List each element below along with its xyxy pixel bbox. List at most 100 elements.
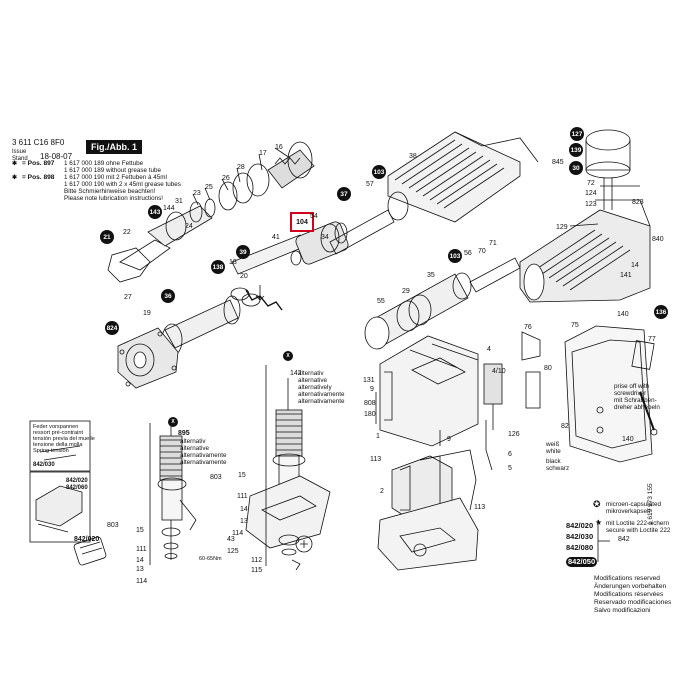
part-label-15[interactable]: 15 — [136, 527, 144, 534]
part-label-114[interactable]: 114 — [136, 578, 148, 585]
part-label-34[interactable]: 34 — [321, 234, 329, 241]
microencapsulated-icon: ✪ — [593, 499, 601, 509]
part-label-13[interactable]: 13 — [136, 566, 144, 573]
part-label-113[interactable]: 113 — [370, 456, 382, 463]
part-label-20[interactable]: 20 — [240, 273, 248, 280]
part-label-29[interactable]: 29 — [402, 288, 410, 295]
part-label-43[interactable]: 43 — [227, 536, 235, 543]
part-label-9[interactable]: 9 — [370, 386, 374, 393]
part-callout-824[interactable]: 824 — [105, 321, 119, 335]
alternative-2-line-1: alternativ — [298, 370, 324, 377]
part-label-80[interactable]: 80 — [544, 365, 552, 372]
part-label-25[interactable]: 25 — [205, 184, 213, 191]
part-label-4-10[interactable]: 4/10 — [492, 368, 506, 375]
issue-label: Issue Stand — [12, 149, 28, 162]
part-label-16[interactable]: 16 — [275, 144, 283, 151]
part-label-1[interactable]: 1 — [376, 433, 380, 440]
part-label-38[interactable]: 38 — [409, 153, 417, 160]
part-callout-103[interactable]: 103 — [448, 249, 462, 263]
part-label-129[interactable]: 129 — [556, 224, 568, 231]
assembly-ref-1: 842/020 — [566, 521, 594, 530]
part-label-142[interactable]: 142 — [290, 370, 302, 377]
part-label-54[interactable]: 54 — [310, 213, 318, 220]
part-label-845[interactable]: 845 — [552, 159, 564, 166]
part-callout-103[interactable]: 103 — [372, 165, 386, 179]
part-callout-136[interactable]: 136 — [654, 305, 668, 319]
alternative-2-line-2: alternative — [298, 377, 328, 384]
part-callout-138[interactable]: 138 — [211, 260, 225, 274]
part-label-4[interactable]: 4 — [487, 346, 491, 353]
part-label-77[interactable]: 77 — [648, 336, 656, 343]
part-callout-139[interactable]: 139 — [569, 143, 583, 157]
part-label-803[interactable]: 803 — [210, 474, 222, 481]
part-label-70[interactable]: 70 — [478, 248, 486, 255]
prise-line-2: screwdriver — [614, 390, 647, 397]
part-label-114[interactable]: 114 — [232, 530, 244, 537]
part-label-14[interactable]: 14 — [136, 557, 144, 564]
part-callout-39[interactable]: 39 — [236, 245, 250, 259]
part-label-115[interactable]: 115 — [251, 567, 263, 574]
part-label-76[interactable]: 76 — [524, 324, 532, 331]
part-label-60-65Nm[interactable]: 60-65Nm — [199, 556, 222, 562]
part-label-24[interactable]: 24 — [185, 223, 193, 230]
pos898-line-3: Bitte Schmierhinweise beachten! — [64, 188, 156, 195]
part-label-31[interactable]: 31 — [175, 198, 183, 205]
part-label-111[interactable]: 111 — [237, 493, 248, 500]
part-label-13[interactable]: 13 — [240, 518, 248, 525]
part-label-28[interactable]: 28 — [237, 164, 245, 171]
highlighted-part-104[interactable]: 104 — [290, 212, 314, 232]
part-label-57[interactable]: 57 — [366, 181, 374, 188]
part-label-55[interactable]: 55 — [377, 298, 385, 305]
part-label-126[interactable]: 126 — [508, 431, 520, 438]
part-callout-36[interactable]: 36 — [161, 289, 175, 303]
part-label-27[interactable]: 27 — [124, 294, 132, 301]
part-label-19[interactable]: 19 — [143, 310, 151, 317]
part-label-112[interactable]: 112 — [251, 557, 263, 564]
part-label-144[interactable]: 144 — [163, 205, 175, 212]
part-label-111[interactable]: 111 — [136, 546, 147, 553]
part-label-72[interactable]: 72 — [587, 180, 595, 187]
part-label-18[interactable]: 18 — [229, 259, 237, 266]
part-label-14[interactable]: 14 — [240, 506, 248, 513]
part-label-131[interactable]: 131 — [363, 377, 375, 384]
part-label-113[interactable]: 113 — [474, 504, 486, 511]
part-label-123[interactable]: 123 — [585, 201, 597, 208]
part-callout-21[interactable]: 21 — [100, 230, 114, 244]
part-label-71[interactable]: 71 — [489, 240, 497, 247]
part-label-842[interactable]: 842 — [618, 536, 630, 543]
part-label-14[interactable]: 14 — [631, 262, 639, 269]
part-label-56[interactable]: 56 — [464, 250, 472, 257]
part-label-840[interactable]: 840 — [652, 236, 664, 243]
part-label-180[interactable]: 180 — [364, 411, 376, 418]
part-label-823[interactable]: 823 — [632, 199, 644, 206]
side-code: 1 619 973 155 — [647, 483, 654, 525]
part-label-9[interactable]: 9 — [447, 436, 451, 443]
pos897-line-2: 1 617 000 189 without grease tube — [64, 167, 161, 174]
part-label-140[interactable]: 140 — [622, 436, 634, 443]
part-label-82[interactable]: 82 — [561, 423, 569, 430]
part-label-35[interactable]: 35 — [427, 272, 435, 279]
spring-tension-line-2: ressort pré-contraint — [33, 430, 84, 436]
part-label-141[interactable]: 141 — [620, 272, 632, 279]
part-label-22[interactable]: 22 — [123, 229, 131, 236]
part-label-23[interactable]: 23 — [193, 190, 201, 197]
part-label-124[interactable]: 124 — [585, 190, 597, 197]
part-label-17[interactable]: 17 — [259, 150, 267, 157]
modifications-line-1: Modifications reserved — [594, 575, 660, 582]
part-label-140[interactable]: 140 — [617, 311, 629, 318]
part-callout-127[interactable]: 127 — [570, 127, 584, 141]
part-label-6[interactable]: 6 — [508, 451, 512, 458]
part-label-26[interactable]: 26 — [222, 175, 230, 182]
part-label-75[interactable]: 75 — [571, 322, 579, 329]
part-label-5[interactable]: 5 — [508, 465, 512, 472]
part-label-15[interactable]: 15 — [238, 472, 246, 479]
part-callout-143[interactable]: 143 — [148, 205, 162, 219]
part-label-803[interactable]: 803 — [107, 522, 119, 529]
part-label-2[interactable]: 2 — [380, 488, 384, 495]
part-label-808[interactable]: 808 — [364, 400, 376, 407]
part-callout-37[interactable]: 37 — [337, 187, 351, 201]
part-label-125[interactable]: 125 — [227, 548, 239, 555]
part-callout-30[interactable]: 30 — [569, 161, 583, 175]
part-label-41[interactable]: 41 — [272, 234, 280, 241]
tool-ref-2: 842/060 — [66, 485, 88, 491]
